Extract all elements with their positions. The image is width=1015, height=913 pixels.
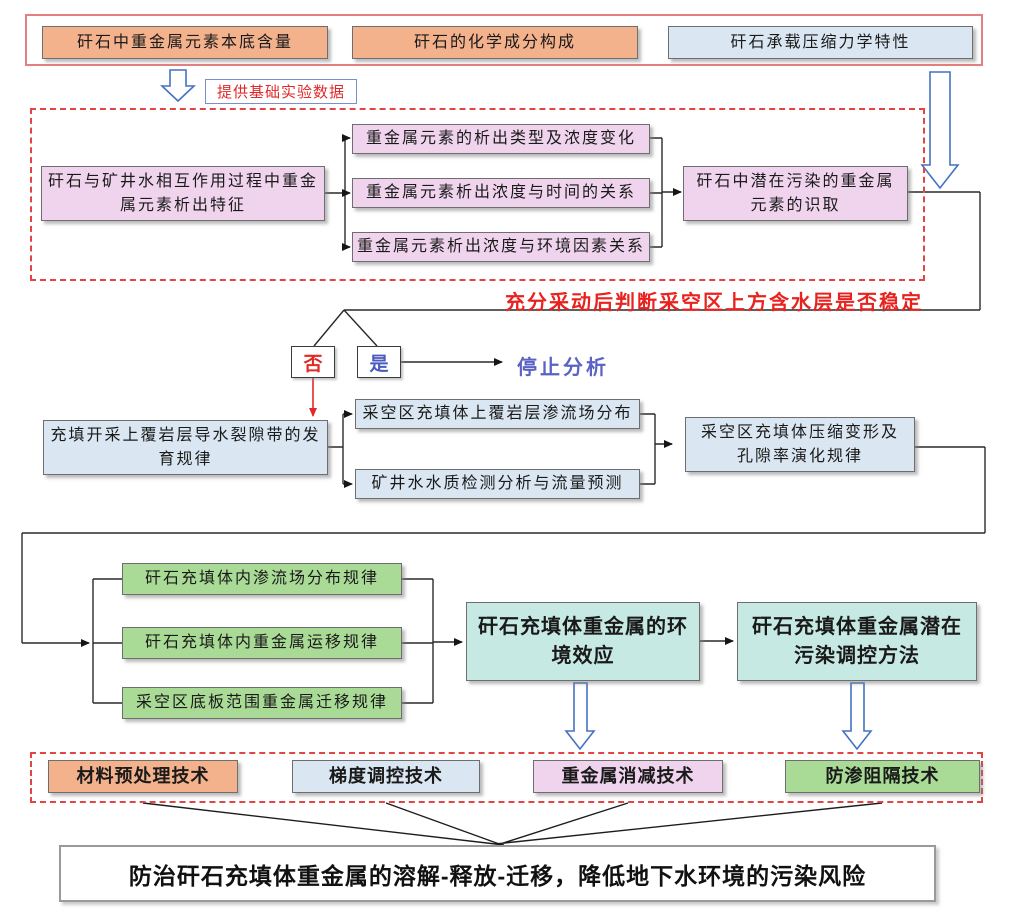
node-backfill-seepage-law: 矸石充填体内渗流场分布规律 xyxy=(122,563,402,595)
conclusion-box: 防治矸石充填体重金属的溶解-释放-迁移，降低地下水环境的污染风险 xyxy=(59,845,936,902)
node-interaction-dissolution: 矸石与矿井水相互作用过程中重金属元素析出特征 xyxy=(41,166,325,221)
down-arrow-icon xyxy=(159,69,197,103)
section4-connectors xyxy=(22,578,734,704)
node-backfill-compression-porosity: 采空区充填体压缩变形及孔隙率演化规律 xyxy=(685,417,915,472)
node-concentration-time: 重金属元素析出浓度与时间的关系 xyxy=(352,178,650,208)
node-dissolution-type: 重金属元素的析出类型及浓度变化 xyxy=(352,124,650,154)
node-gradient-control-tech: 梯度调控技术 xyxy=(292,760,480,793)
node-backfill-heavy-metal-transport: 矸石充填体内重金属运移规律 xyxy=(122,627,402,659)
down-arrow-icon xyxy=(564,682,596,751)
down-arrow-icon xyxy=(841,682,873,751)
converge-lines xyxy=(142,802,883,846)
hollow-arrows xyxy=(159,69,960,751)
dissolution-frame xyxy=(30,108,925,281)
node-compression-mechanics: 矸石承载压缩力学特性 xyxy=(668,26,973,59)
node-concentration-environment: 重金属元素析出浓度与环境因素关系 xyxy=(352,232,650,262)
node-potential-pollutant-identification: 矸石中潜在污染的重金属元素的识取 xyxy=(683,166,908,221)
aquifer-stability-judgement-label: 充分采动后判断采空区上方含水层是否稳定 xyxy=(505,292,923,314)
section2-connectors xyxy=(313,134,981,347)
node-pollution-control-method: 矸石充填体重金属潜在污染调控方法 xyxy=(737,602,977,681)
node-floor-heavy-metal-migration: 采空区底板范围重金属迁移规律 xyxy=(122,687,402,719)
node-overburden-seepage-field: 采空区充填体上覆岩层渗流场分布 xyxy=(355,399,640,429)
node-material-pretreatment-tech: 材料预处理技术 xyxy=(48,760,238,793)
node-chemical-composition: 矸石的化学成分构成 xyxy=(352,26,638,59)
node-water-conducting-fracture-zone: 充填开采上覆岩层导水裂隙带的发育规律 xyxy=(43,420,328,475)
decision-no: 否 xyxy=(291,346,335,378)
down-arrow-icon xyxy=(920,71,960,190)
node-seepage-barrier-tech: 防渗阻隔技术 xyxy=(785,760,980,793)
technology-frame xyxy=(30,752,983,803)
node-mine-water-quality-prediction: 矿井水水质检测分析与流量预测 xyxy=(355,469,640,499)
node-heavy-metal-reduction-tech: 重金属消减技术 xyxy=(533,760,723,793)
section3-connectors xyxy=(21,410,986,643)
provide-data-label: 提供基础实验数据 xyxy=(205,79,357,104)
node-heavy-metal-background-content: 矸石中重金属元素本底含量 xyxy=(42,26,328,59)
decision-yes: 是 xyxy=(357,346,401,378)
node-environmental-effect: 矸石充填体重金属的环境效应 xyxy=(466,602,700,681)
input-data-frame xyxy=(25,14,983,66)
stop-analysis-label: 停止分析 xyxy=(517,357,609,379)
